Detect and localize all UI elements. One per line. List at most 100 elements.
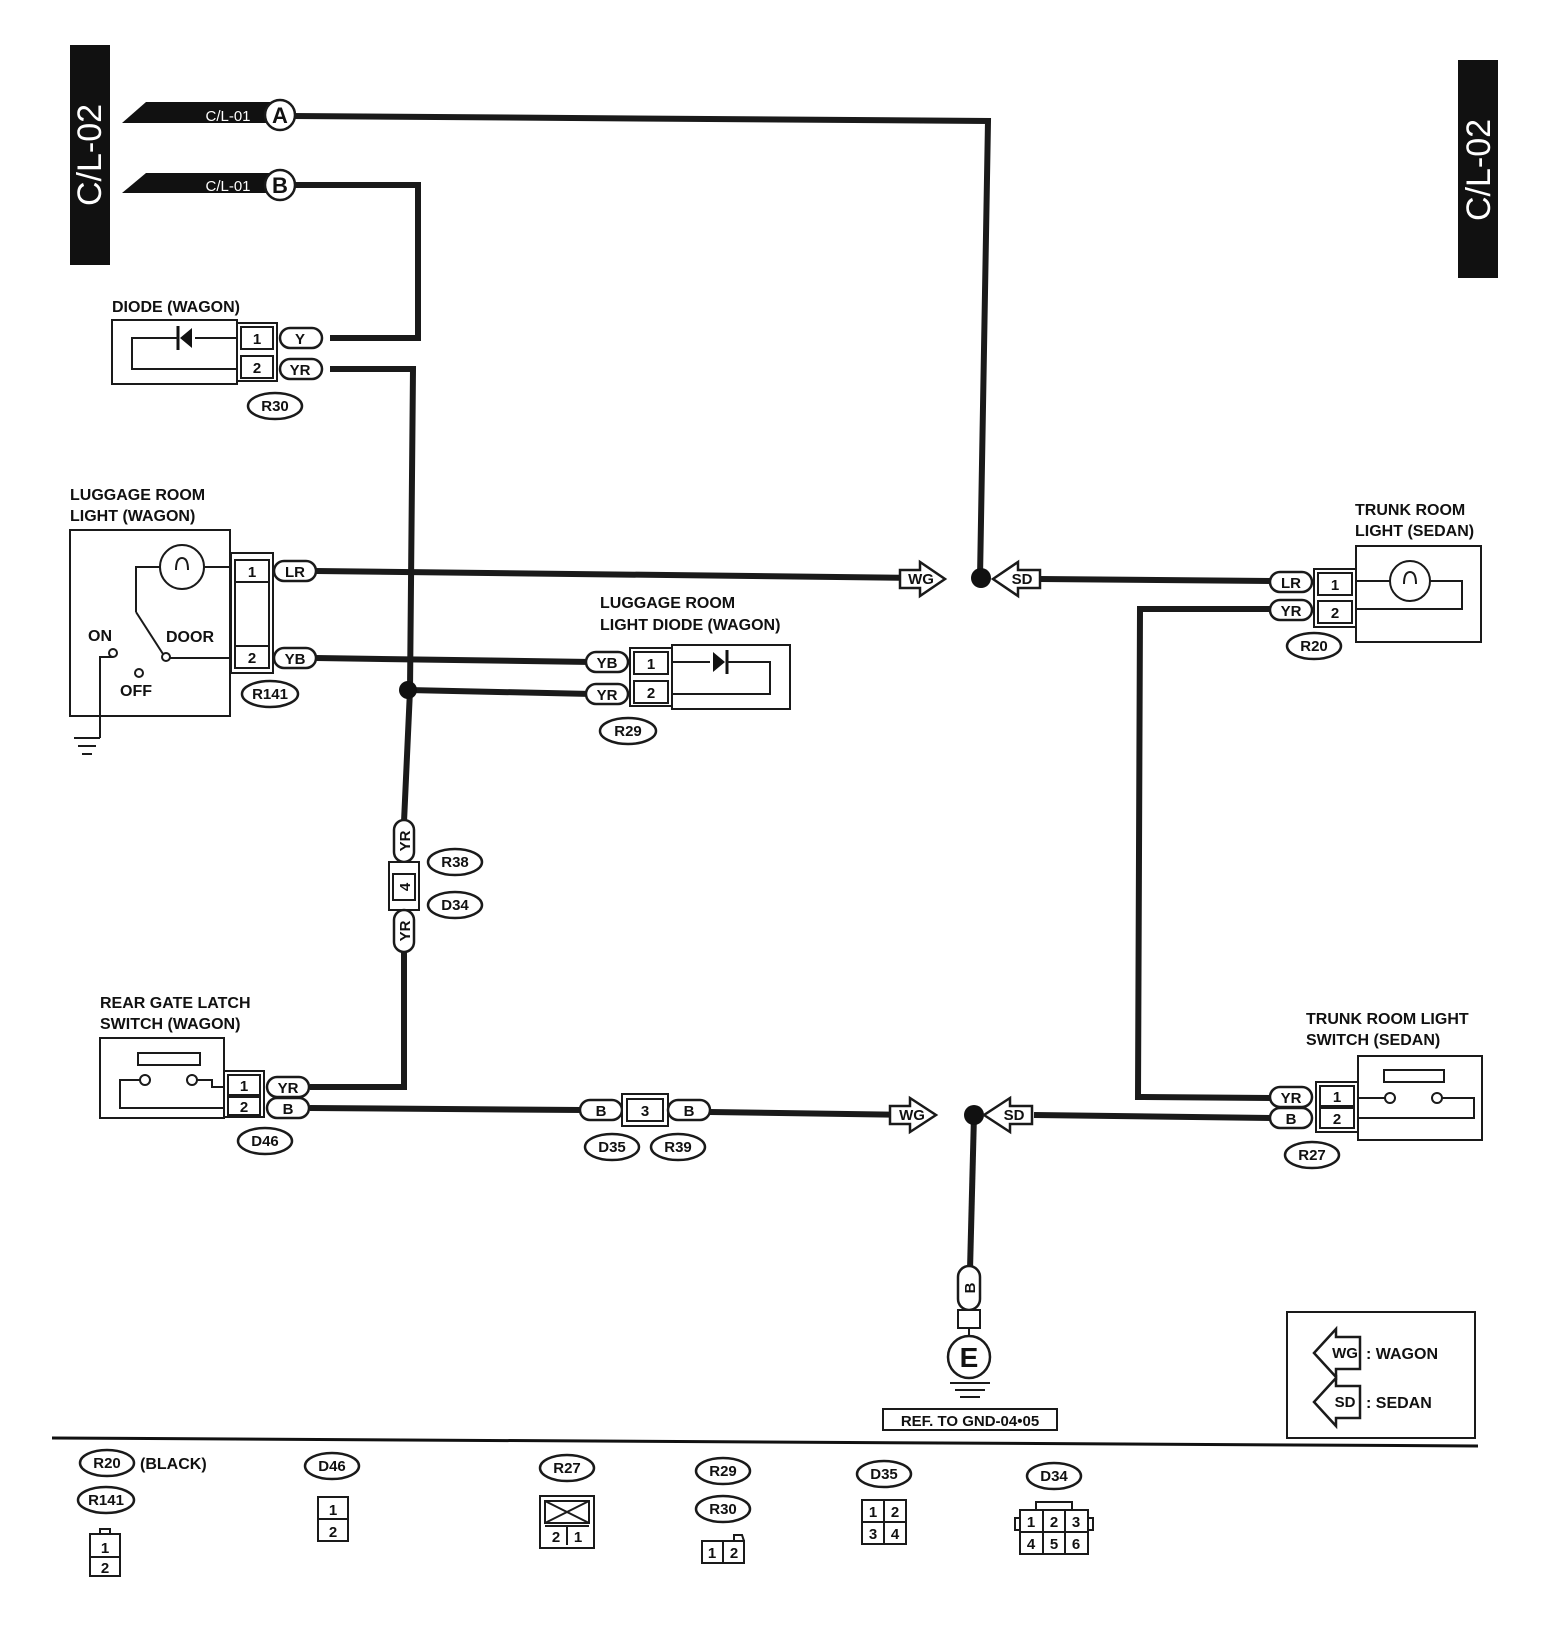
key-r20-pin-1: 1 (101, 1540, 109, 1557)
legend: WG : WAGON SD : SEDAN (1286, 1311, 1476, 1439)
trunk-light-pin-2: 2 (1331, 605, 1339, 622)
trunk-switch-wire-b: B (1286, 1111, 1297, 1128)
key-d46-pin-1: 1 (329, 1502, 337, 1519)
inline-v-pin: 4 (397, 882, 414, 891)
ref-a: C/L-01 A (122, 98, 297, 132)
inline-h-wire-left: B (596, 1103, 607, 1120)
side-tab-left: C/L-02 (70, 45, 110, 265)
rear-gate-title-1: REAR GATE LATCH (100, 995, 251, 1012)
key-r20: R20 (93, 1455, 121, 1472)
luggage-diode-conn-r29: R29 (614, 723, 642, 740)
inline-v-wire-top: YR (397, 830, 414, 851)
luggage-light-on: ON (88, 628, 112, 645)
trunk-room-light: TRUNK ROOM LIGHT (SEDAN) 1 2 LR YR R20 (1268, 502, 1482, 661)
trunk-switch-wire-yr: YR (1281, 1090, 1302, 1107)
trunk-light-wire-lr: LR (1281, 575, 1301, 592)
luggage-light-off: OFF (120, 683, 152, 700)
wire-lr-trunk (1039, 576, 1277, 584)
diode-conn-r30: R30 (261, 398, 289, 415)
inline-h-wire-right: B (684, 1103, 695, 1120)
wire-b-bottom-mid (709, 1109, 915, 1118)
trunk-switch-conn-r27: R27 (1298, 1147, 1326, 1164)
luggage-light-wire-yb: YB (285, 651, 306, 668)
ground-ref: REF. TO GND-04•05 (901, 1413, 1039, 1430)
key-r27-pin-2: 2 (552, 1529, 560, 1546)
inline-connector-vertical: YR 4 YR R38 D34 (388, 818, 484, 954)
key-d35: D35 (870, 1466, 898, 1483)
wire-b-bottom-right (1033, 1112, 1277, 1121)
junction-dot-bottom (964, 1105, 984, 1125)
key-d34-pin-1: 1 (1027, 1514, 1035, 1531)
trunk-switch-pin-1: 1 (1333, 1089, 1341, 1106)
junction-bottom-wg: WG (899, 1107, 925, 1124)
inline-h-pin: 3 (641, 1103, 649, 1120)
luggage-light-title-1: LUGGAGE ROOM (70, 487, 205, 504)
ref-a-from: C/L-01 (205, 108, 250, 125)
key-d35-pin-4: 4 (891, 1526, 900, 1543)
trunk-light-wire-yr: YR (1281, 603, 1302, 620)
trunk-light-conn-r20: R20 (1300, 638, 1328, 655)
luggage-diode-title-1: LUGGAGE ROOM (600, 595, 735, 612)
key-r27-pin-1: 1 (574, 1529, 582, 1546)
trunk-switch-title-1: TRUNK ROOM LIGHT (1306, 1011, 1469, 1028)
luggage-light-wire-lr: LR (285, 564, 305, 581)
key-d34-pin-5: 5 (1050, 1536, 1058, 1553)
key-d35-pin-3: 3 (869, 1526, 877, 1543)
luggage-light-door: DOOR (166, 629, 214, 646)
luggage-diode-pin-2: 2 (647, 685, 655, 702)
inline-v-conn-d34: D34 (441, 897, 469, 914)
junction-bottom-tags: WG SD (888, 1095, 1034, 1135)
wires (292, 113, 1277, 1271)
wire-a (292, 113, 992, 579)
key-d34-pin-2: 2 (1050, 1514, 1058, 1531)
ref-b: C/L-01 B (122, 168, 297, 202)
key-r29: R29 (709, 1463, 737, 1480)
diode-wire-yr: YR (290, 362, 311, 379)
diode-pin-2: 2 (253, 360, 261, 377)
wire-b-bottom-left (309, 1105, 583, 1113)
key-d34: D34 (1040, 1468, 1068, 1485)
junction-top-tags: WG SD (898, 559, 1042, 599)
wire-lr-luggage (315, 568, 923, 581)
diode-wire-y: Y (295, 331, 305, 348)
ground-wire-b: B (962, 1282, 979, 1293)
luggage-light-title-2: LIGHT (WAGON) (70, 508, 195, 525)
rear-gate-pin-1: 1 (240, 1078, 248, 1095)
trunk-switch-pin-2: 2 (1333, 1111, 1341, 1128)
luggage-diode-title-2: LIGHT DIODE (WAGON) (600, 617, 780, 634)
rear-gate-conn-d46: D46 (251, 1133, 279, 1150)
side-tab-left-label: C/L-02 (71, 104, 109, 206)
rear-gate-latch-switch: REAR GATE LATCH SWITCH (WAGON) 1 2 YR B … (99, 995, 311, 1156)
junction-top-sd: SD (1012, 571, 1033, 588)
ground-letter-e: E (960, 1342, 979, 1373)
key-d46-pin-2: 2 (329, 1524, 337, 1541)
trunk-room-light-switch: TRUNK ROOM LIGHT SWITCH (SEDAN) 1 2 YR B… (1268, 1011, 1483, 1170)
junction-dot-top (971, 568, 991, 588)
legend-text-sedan: : SEDAN (1366, 1395, 1432, 1412)
luggage-diode-wire-yr: YR (597, 687, 618, 704)
key-r20-pin-2: 2 (101, 1560, 109, 1577)
inline-v-wire-bottom: YR (397, 920, 414, 941)
ref-b-from: C/L-01 (205, 178, 250, 195)
legend-tag-wg: WG (1332, 1345, 1358, 1362)
junction-bottom-sd: SD (1004, 1107, 1025, 1124)
connector-key: R20 (BLACK) R141 1 2 D46 1 2 R27 2 1 R29… (76, 1448, 1094, 1577)
key-r29-pin-2: 2 (730, 1545, 738, 1562)
diode-title: DIODE (WAGON) (112, 299, 240, 316)
wire-yb (315, 655, 593, 665)
inline-h-conn-r39: R39 (664, 1139, 692, 1156)
wire-ground (967, 1114, 977, 1271)
wire-yr-trunk (330, 366, 417, 823)
diode-pin-1: 1 (253, 331, 261, 348)
wire-b (293, 182, 421, 341)
key-r27: R27 (553, 1460, 581, 1477)
diode-wagon: DIODE (WAGON) 1 2 Y YR R30 (111, 299, 324, 421)
trunk-light-title-2: LIGHT (SEDAN) (1355, 523, 1474, 540)
luggage-room-light-diode: LUGGAGE ROOM LIGHT DIODE (WAGON) 1 2 YB … (584, 595, 791, 746)
key-r29-pin-1: 1 (708, 1545, 716, 1562)
luggage-diode-pin-1: 1 (647, 656, 655, 673)
wire-yr-lower (310, 930, 407, 1090)
ground-e: B E REF. TO GND-04•05 (882, 1264, 1058, 1431)
luggage-light-conn-r141: R141 (252, 686, 288, 703)
legend-tag-sd: SD (1335, 1394, 1356, 1411)
